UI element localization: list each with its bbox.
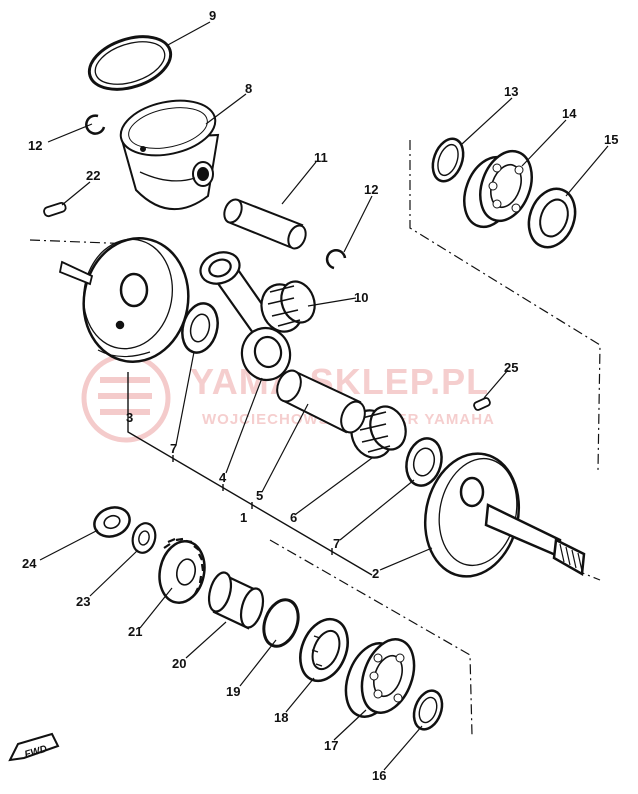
oil-seal-upper [527,187,577,249]
callout-3: 3 [126,410,133,425]
connecting-rod [199,251,292,382]
woodruff-key [473,397,491,411]
shim-washer [431,137,465,183]
ball-bearing-lower [344,638,416,718]
nut [93,506,131,538]
circlip-right [325,249,347,270]
callout-15: 15 [604,132,618,147]
oil-seal-lower [299,617,349,683]
spacer-collar [207,571,265,630]
callout-1: 1 [240,510,247,525]
piston [119,99,220,210]
locating-pin [43,201,67,218]
callout-5: 5 [256,488,263,503]
callout-24: 24 [22,556,37,571]
leader-lines [39,21,609,771]
washer-left [181,302,219,354]
callout-20: 20 [172,656,186,671]
callout-16: 16 [372,768,386,783]
o-ring [262,598,300,648]
upper-right-boundary [409,140,601,471]
callout-7-right: 7 [333,536,340,551]
callout-23: 23 [76,594,90,609]
callout-6: 6 [290,510,297,525]
callout-12-right: 12 [364,182,378,197]
shim-washer-lower [412,689,444,731]
ball-bearing-upper [463,149,533,229]
callout-13: 13 [504,84,518,99]
callout-10: 10 [354,290,368,305]
callout-labels: 9 8 12 22 11 12 13 14 15 10 25 3 7 4 5 1… [22,8,618,783]
callout-19: 19 [226,684,240,699]
callout-2: 2 [372,566,379,581]
watermark-logo [81,353,171,443]
fwd-arrow-icon [8,732,60,762]
lock-washer [131,522,157,554]
piston-ring [87,35,173,91]
circlip-upper [85,114,106,135]
crank-pin [276,369,366,434]
assembly-bracket [127,372,373,576]
callout-8: 8 [245,81,252,96]
needle-bearing-small-end [260,280,316,333]
piston-pin [223,198,307,250]
callout-22: 22 [86,168,100,183]
callout-7-left: 7 [170,441,177,456]
lower-right-boundary [269,539,473,736]
crank-half-right [423,452,586,578]
callout-11: 11 [314,150,328,165]
callout-9: 9 [209,8,216,23]
callout-4: 4 [219,470,227,485]
primary-drive-gear [158,537,206,604]
callout-17: 17 [324,738,338,753]
callout-25: 25 [504,360,518,375]
needle-bearing-big-end [350,405,407,459]
fwd-arrow: FWD [8,732,60,762]
callout-18: 18 [274,710,288,725]
washer-right [405,437,443,487]
crank-half-left [58,237,190,363]
callout-14: 14 [562,106,577,121]
callout-21: 21 [128,624,142,639]
callout-12-upper: 12 [28,138,42,153]
